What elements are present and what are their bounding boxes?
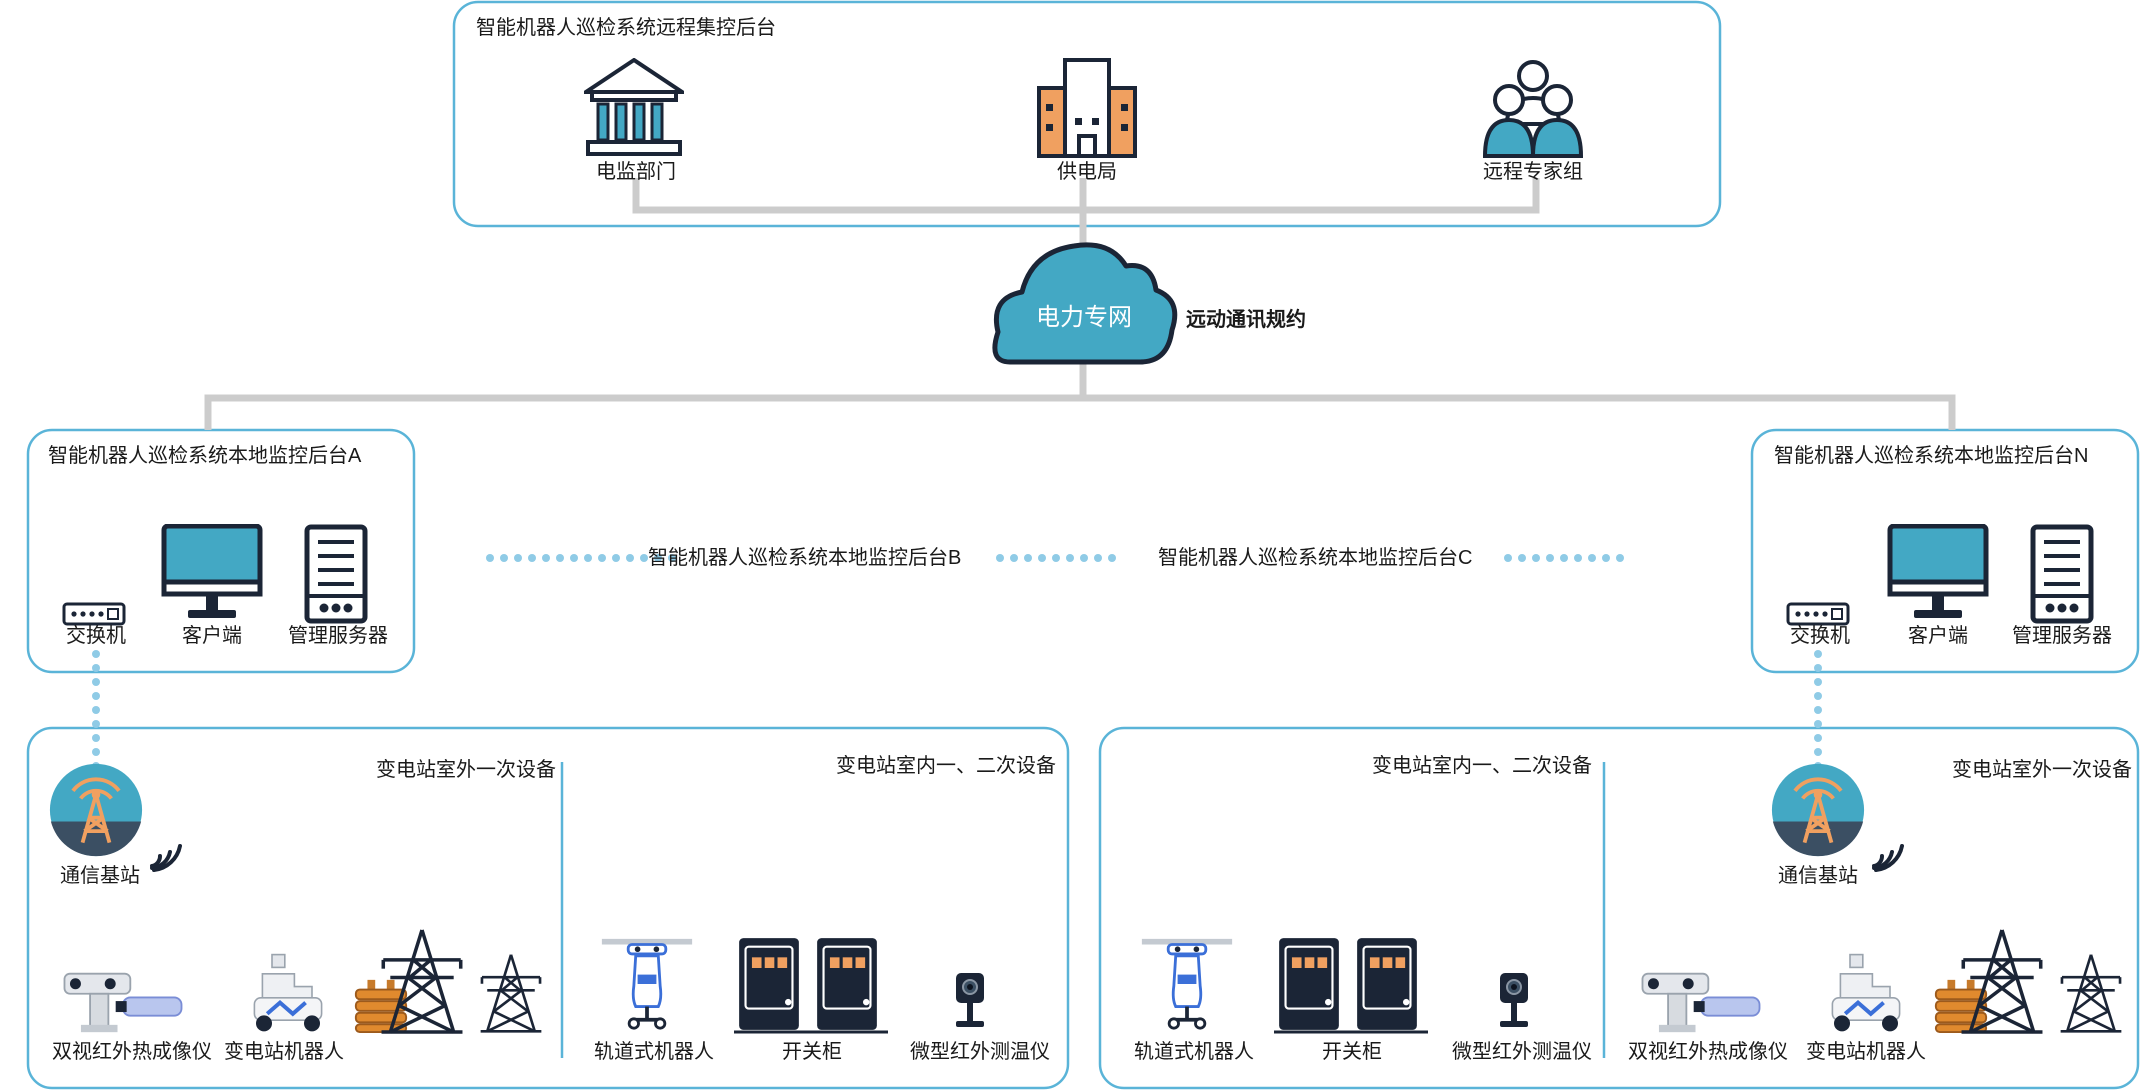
local-a-title: 智能机器人巡检系统本地监控后台A <box>48 445 362 467</box>
dots-switch-n-base <box>1814 650 1822 770</box>
micro-ir-icon <box>954 971 986 1029</box>
server-icon <box>307 527 365 621</box>
site-left-outdoor-title: 变电站室外一次设备 <box>376 759 556 781</box>
site-right-base-station-label: 通信基站 <box>1778 865 1858 887</box>
signal-icon <box>1872 844 1904 872</box>
site-left-station-robot-label: 变电站机器人 <box>224 1041 344 1063</box>
local-a-client-label: 客户端 <box>182 625 242 647</box>
remote-center-title: 智能机器人巡检系统远程集控后台 <box>476 17 776 39</box>
office-building-icon <box>1037 58 1137 158</box>
rail-robot-icon <box>1142 939 1232 1028</box>
local-a-switch-label: 交换机 <box>66 625 126 647</box>
site-right-station-robot-label: 变电站机器人 <box>1806 1041 1926 1063</box>
switchgear-icon <box>816 937 878 1031</box>
local-a-server-label: 管理服务器 <box>288 625 388 647</box>
base-station-icon <box>1770 762 1866 858</box>
local-n-title: 智能机器人巡检系统本地监控后台N <box>1774 445 2089 467</box>
signal-icon <box>150 844 182 872</box>
local-b-title: 智能机器人巡检系统本地监控后台B <box>648 547 962 569</box>
site-right-outdoor-title: 变电站室外一次设备 <box>1952 759 2132 781</box>
server-icon <box>2033 527 2091 621</box>
local-c-title: 智能机器人巡检系统本地监控后台C <box>1158 547 1473 569</box>
dotted-links <box>92 554 1822 770</box>
site-right-micro-ir-label: 微型红外测温仪 <box>1452 1041 1592 1063</box>
bank-icon <box>584 58 684 156</box>
site-left-rail-robot-label: 轨道式机器人 <box>594 1041 714 1063</box>
local-n-server-label: 管理服务器 <box>2012 625 2112 647</box>
site-left-thermal-camera-label: 双视红外热成像仪 <box>52 1041 212 1063</box>
rail-robot-icon <box>602 939 692 1028</box>
dots-left-b <box>486 554 676 562</box>
node-label-power-regulator: 电监部门 <box>596 161 676 183</box>
local-n-frame <box>1750 428 2140 674</box>
base-station-icon <box>48 762 144 858</box>
station-robot-icon <box>1832 955 1899 1032</box>
cloud-label: 电力专网 <box>1036 304 1132 331</box>
switch-icon <box>1786 602 1850 626</box>
local-a-frame <box>26 428 416 674</box>
dots-switch-a-base <box>92 650 100 770</box>
site-right-switchgear-label: 开关柜 <box>1322 1041 1382 1063</box>
site-left-micro-ir-label: 微型红外测温仪 <box>910 1041 1050 1063</box>
site-left-frame <box>26 726 1070 1090</box>
micro-ir-icon <box>1498 971 1530 1029</box>
remote-center-frame <box>452 0 1722 228</box>
dots-c-right <box>1504 554 1624 562</box>
site-left-switchgear-label: 开关柜 <box>782 1041 842 1063</box>
local-n-switch-label: 交换机 <box>1790 625 1850 647</box>
site-left-base-station-label: 通信基站 <box>60 865 140 887</box>
switch-icon <box>62 602 126 626</box>
site-left-indoor-title: 变电站室内一、二次设备 <box>836 755 1056 777</box>
pylon-icon <box>479 953 543 1033</box>
station-robot-icon <box>254 955 321 1032</box>
site-right-rail-robot-label: 轨道式机器人 <box>1134 1041 1254 1063</box>
expert-group-icon <box>1485 62 1581 156</box>
switchgear-icon <box>738 937 800 1031</box>
node-label-power-bureau: 供电局 <box>1057 161 1117 183</box>
thermal-camera-icon <box>1641 972 1761 1034</box>
thermal-camera-icon <box>63 972 183 1034</box>
dots-b-c <box>996 554 1116 562</box>
pylon-icon <box>2059 953 2123 1033</box>
site-right-indoor-title: 变电站室内一、二次设备 <box>1372 755 1592 777</box>
local-n-client-label: 客户端 <box>1908 625 1968 647</box>
protocol-label: 远动通讯规约 <box>1186 309 1306 331</box>
monitor-icon <box>1890 526 1986 618</box>
cloud-icon <box>992 242 1178 365</box>
site-right-thermal-camera-label: 双视红外热成像仪 <box>1628 1041 1788 1063</box>
switchgear-icon <box>1356 937 1418 1031</box>
site-right-frame <box>1098 726 2140 1090</box>
node-label-expert-group: 远程专家组 <box>1483 161 1583 183</box>
monitor-icon <box>164 526 260 618</box>
switchgear-icon <box>1278 937 1340 1031</box>
